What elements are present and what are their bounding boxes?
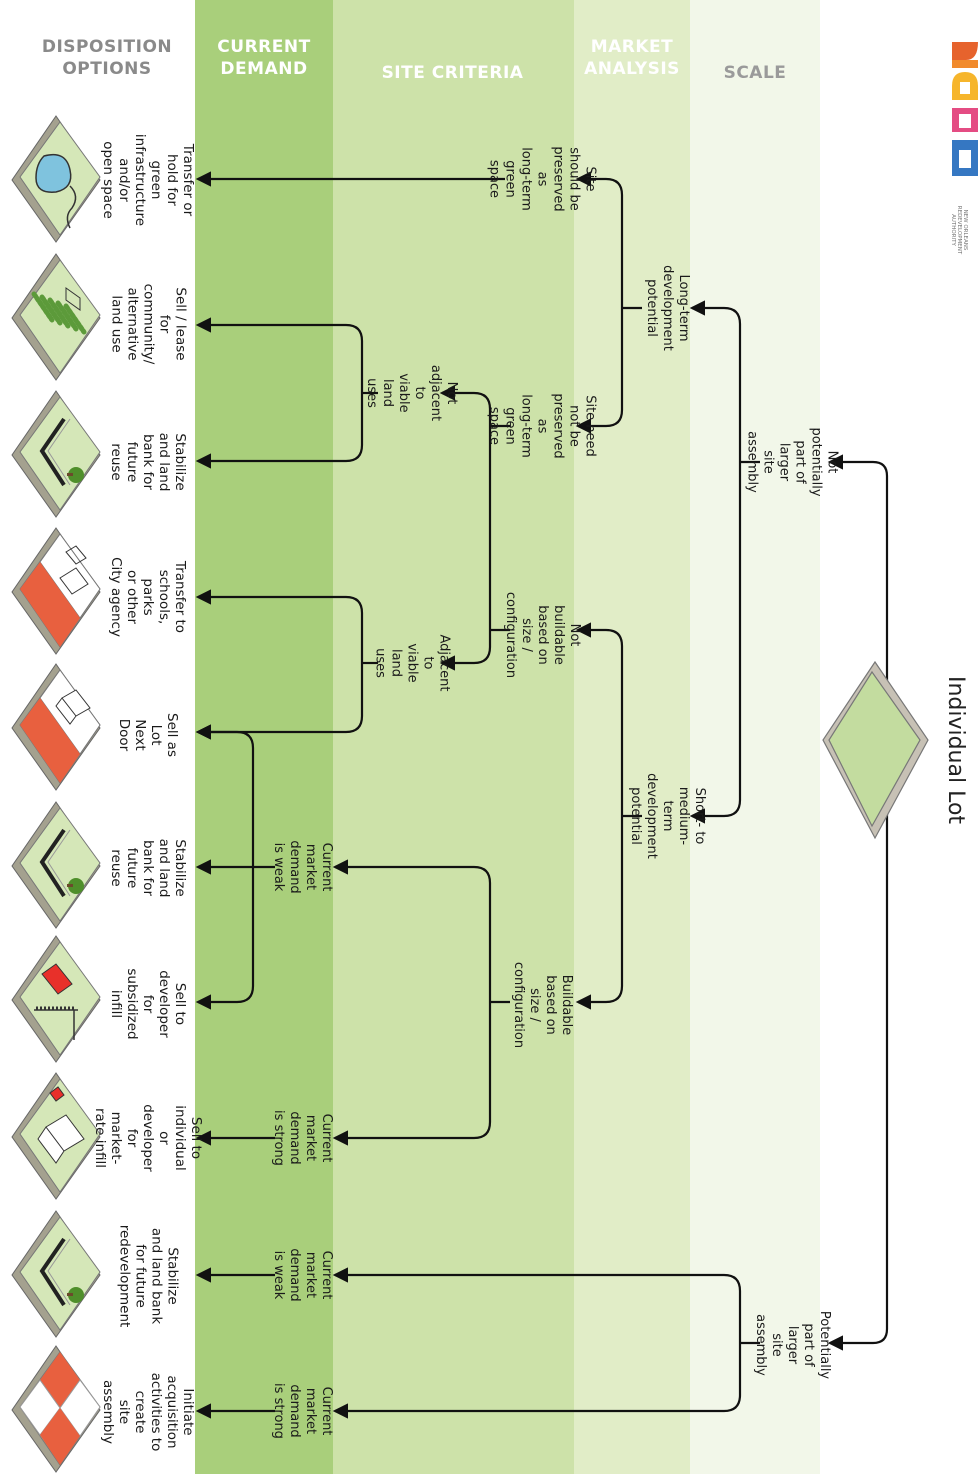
fenced-lot-icon	[11, 801, 101, 929]
garden-icon	[11, 253, 101, 381]
band-market-analysis	[574, 0, 690, 1474]
label-long-term-potential: Long-term development potential	[644, 265, 692, 351]
parcel-assembly-icon	[11, 1345, 101, 1473]
label-site-not-preserved: Site need not be preserved as long-term …	[487, 393, 598, 459]
header-market-analysis: MARKET ANALYSIS	[584, 37, 680, 79]
civic-building-icon	[11, 527, 101, 655]
option-label-2: Sell / lease for community/ alternative …	[108, 283, 188, 365]
option-label-6: Stabilize and land bank for future reuse	[108, 838, 188, 898]
option-label-4: Transfer to schools, parks or other City…	[108, 557, 188, 637]
pond-icon	[11, 115, 101, 243]
option-label-10: Initiate acquisition activities to creat…	[100, 1372, 196, 1452]
label-demand-weak-1: Current market demand is weak	[271, 840, 334, 894]
option-label-9: Stabilize and land bank for future redev…	[116, 1224, 180, 1328]
header-disposition-options: DISPOSITION OPTIONS	[41, 37, 173, 79]
label-demand-strong-2: Current market demand is strong	[271, 1383, 334, 1439]
label-not-potentially-assembly: Not potentially part of larger site asse…	[745, 427, 840, 497]
label-adjacent: Adjacent to viable land uses	[372, 634, 452, 692]
band-scale	[690, 0, 820, 1474]
option-label-1: Transfer or hold for green infrastructur…	[100, 133, 197, 227]
individual-lot-diamond	[822, 660, 929, 840]
label-buildable: Buildable based on size / configuration	[511, 961, 575, 1049]
logo-text: NEW ORLEANS REDEVELOPMENT AUTHORITY	[950, 205, 969, 255]
header-current-demand: CURRENT DEMAND	[217, 37, 311, 79]
option-label-5: Sell as Lot Next Door	[116, 713, 180, 757]
header-scale: SCALE	[723, 63, 787, 83]
new-house-icon	[11, 1072, 101, 1200]
fenced-lot-icon	[11, 390, 101, 518]
label-not-buildable: Not buildable based on size / configurat…	[503, 591, 583, 679]
option-label-8: Sell to individual or developer for mark…	[92, 1104, 204, 1172]
crane-icon	[11, 935, 101, 1063]
band-site-criteria	[333, 0, 574, 1474]
individual-lot-title: Individual Lot	[943, 675, 968, 825]
fenced-lot-icon	[11, 1210, 101, 1338]
option-label-7: Sell to developer for subsidized infill	[108, 968, 188, 1040]
option-label-3: Stabilize and land bank for future reuse	[108, 432, 188, 492]
label-not-adjacent: Not adjacent to viable land uses	[364, 364, 460, 422]
label-potentially-assembly: Potentially part of larger site assembly	[753, 1310, 833, 1380]
band-current-demand	[195, 0, 333, 1474]
label-short-medium-potential: Short- to medium-term development potent…	[628, 773, 708, 859]
label-site-preserved: Site should be preserved as long-term gr…	[487, 146, 598, 212]
label-demand-weak-2: Current market demand is weak	[271, 1248, 334, 1302]
label-demand-strong-1: Current market demand is strong	[271, 1110, 334, 1166]
header-site-criteria: SITE CRITERIA	[381, 63, 524, 83]
house-next-door-icon	[11, 663, 101, 791]
nora-logo	[952, 42, 978, 176]
